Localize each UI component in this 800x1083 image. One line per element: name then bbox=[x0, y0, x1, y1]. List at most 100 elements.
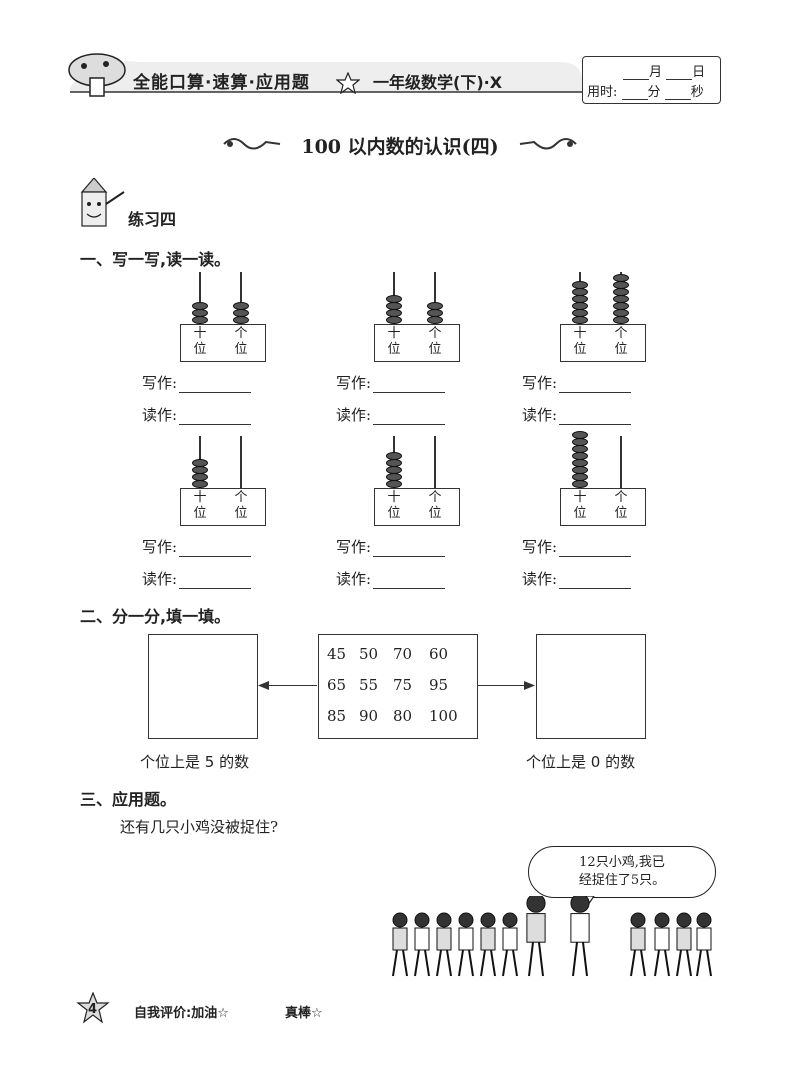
abacus-bead bbox=[386, 473, 402, 481]
abacus-base bbox=[560, 488, 646, 526]
abacus-bead bbox=[572, 295, 588, 303]
pencil-mascot-icon bbox=[80, 178, 125, 227]
write-label: 写作: bbox=[142, 538, 178, 556]
write-answer-blank[interactable] bbox=[559, 542, 632, 557]
read-answer-blank[interactable] bbox=[373, 410, 446, 425]
read-answer-blank[interactable] bbox=[179, 574, 252, 589]
answer-box-ones-5[interactable] bbox=[148, 634, 258, 739]
child-figure bbox=[392, 912, 408, 977]
read-answer-blank[interactable] bbox=[559, 410, 632, 425]
bubble-line-2: 经捉住了5只。 bbox=[578, 873, 666, 888]
children-illustration bbox=[392, 896, 712, 977]
title-ornament-left-icon bbox=[223, 138, 281, 150]
write-answer-blank[interactable] bbox=[179, 542, 252, 557]
write-label: 写作: bbox=[336, 374, 372, 392]
place-label-tens: 十 位 bbox=[573, 490, 587, 521]
write-line[interactable]: 写作: bbox=[142, 536, 252, 557]
bubble-line-1: 12只小鸡,我已 bbox=[579, 855, 665, 870]
write-answer-blank[interactable] bbox=[373, 378, 446, 393]
grid-number: 80 bbox=[393, 707, 413, 725]
place-label-tens: 十 位 bbox=[193, 490, 207, 521]
abacus-bead bbox=[386, 295, 402, 303]
child-figure bbox=[458, 912, 474, 977]
read-line[interactable]: 读作: bbox=[522, 404, 632, 425]
write-label: 写作: bbox=[336, 538, 372, 556]
arrow-left-head-icon bbox=[258, 681, 269, 690]
read-label: 读作: bbox=[522, 570, 558, 588]
place-label-tens: 十 位 bbox=[193, 326, 207, 357]
read-line[interactable]: 读作: bbox=[142, 404, 252, 425]
read-line[interactable]: 读作: bbox=[522, 568, 632, 589]
read-line[interactable]: 读作: bbox=[336, 404, 446, 425]
abacus-bead bbox=[233, 302, 249, 310]
q1-heading: 一、写一写,读一读。 bbox=[80, 250, 231, 269]
page-title: 100 以内数的认识(四) bbox=[301, 136, 499, 158]
answer-box-ones-0[interactable] bbox=[536, 634, 646, 739]
write-line[interactable]: 写作: bbox=[522, 372, 632, 393]
read-label: 读作: bbox=[142, 570, 178, 588]
place-label-ones: 个 位 bbox=[428, 326, 442, 357]
abacus-bead bbox=[613, 288, 629, 296]
second-label: 秒 bbox=[690, 85, 704, 100]
great-rating: 真棒☆ bbox=[285, 1006, 323, 1021]
write-line[interactable]: 写作: bbox=[142, 372, 252, 393]
read-answer-blank[interactable] bbox=[559, 574, 632, 589]
grid-number: 100 bbox=[429, 707, 458, 725]
abacus-bead bbox=[386, 459, 402, 467]
child-figure bbox=[654, 912, 670, 977]
read-answer-blank[interactable] bbox=[373, 574, 446, 589]
place-label-ones: 个 位 bbox=[614, 326, 628, 357]
child-figure bbox=[502, 912, 518, 977]
abacus-bead bbox=[427, 302, 443, 310]
minute-label: 分 bbox=[647, 85, 661, 100]
child-figure bbox=[696, 912, 712, 977]
abacus-bead bbox=[613, 302, 629, 310]
abacus-base bbox=[374, 488, 460, 526]
catcher-child-figure bbox=[570, 896, 590, 977]
read-line[interactable]: 读作: bbox=[142, 568, 252, 589]
place-label-tens: 十 位 bbox=[387, 490, 401, 521]
abacus-bead bbox=[572, 302, 588, 310]
read-line[interactable]: 读作: bbox=[336, 568, 446, 589]
abacus-bead bbox=[386, 302, 402, 310]
abacus-bead bbox=[572, 281, 588, 289]
mushroom-logo-icon bbox=[68, 53, 126, 97]
abacus-bead bbox=[613, 309, 629, 317]
abacus-bead bbox=[572, 452, 588, 460]
write-answer-blank[interactable] bbox=[373, 542, 446, 557]
child-figure bbox=[480, 912, 496, 977]
section-tag: 练习四 bbox=[128, 210, 177, 229]
grid-number: 90 bbox=[359, 707, 379, 725]
abacus-bead bbox=[386, 480, 402, 488]
write-line[interactable]: 写作: bbox=[336, 536, 446, 557]
write-answer-blank[interactable] bbox=[559, 378, 632, 393]
grid-number: 85 bbox=[327, 707, 347, 725]
read-label: 读作: bbox=[522, 406, 558, 424]
read-label: 读作: bbox=[336, 570, 372, 588]
write-label: 写作: bbox=[522, 374, 558, 392]
abacus-base bbox=[180, 324, 266, 362]
abacus-bead bbox=[386, 309, 402, 317]
self-evaluation: 自我评价:加油☆ bbox=[134, 1006, 229, 1021]
abacus-bead bbox=[572, 288, 588, 296]
write-line[interactable]: 写作: bbox=[336, 372, 446, 393]
write-line[interactable]: 写作: bbox=[522, 536, 632, 557]
place-label-ones: 个 位 bbox=[428, 490, 442, 521]
date-time-box: 月 日 用时: 分 秒 bbox=[582, 56, 721, 104]
grid-number: 95 bbox=[429, 676, 449, 694]
abacus-bead bbox=[572, 445, 588, 453]
abacus-rod-ones bbox=[434, 272, 436, 324]
read-answer-blank[interactable] bbox=[179, 410, 252, 425]
grid-number: 70 bbox=[393, 645, 413, 663]
child-figure bbox=[414, 912, 430, 977]
abacus-bead bbox=[613, 316, 629, 324]
place-label-ones: 个 位 bbox=[234, 326, 248, 357]
grid-number: 55 bbox=[359, 676, 379, 694]
abacus-base bbox=[560, 324, 646, 362]
abacus-bead bbox=[572, 466, 588, 474]
write-answer-blank[interactable] bbox=[179, 378, 252, 393]
grade-title: 一年级数学(下)·X bbox=[373, 73, 503, 92]
star-icon bbox=[336, 72, 360, 94]
page-number-star-icon bbox=[76, 992, 110, 1024]
